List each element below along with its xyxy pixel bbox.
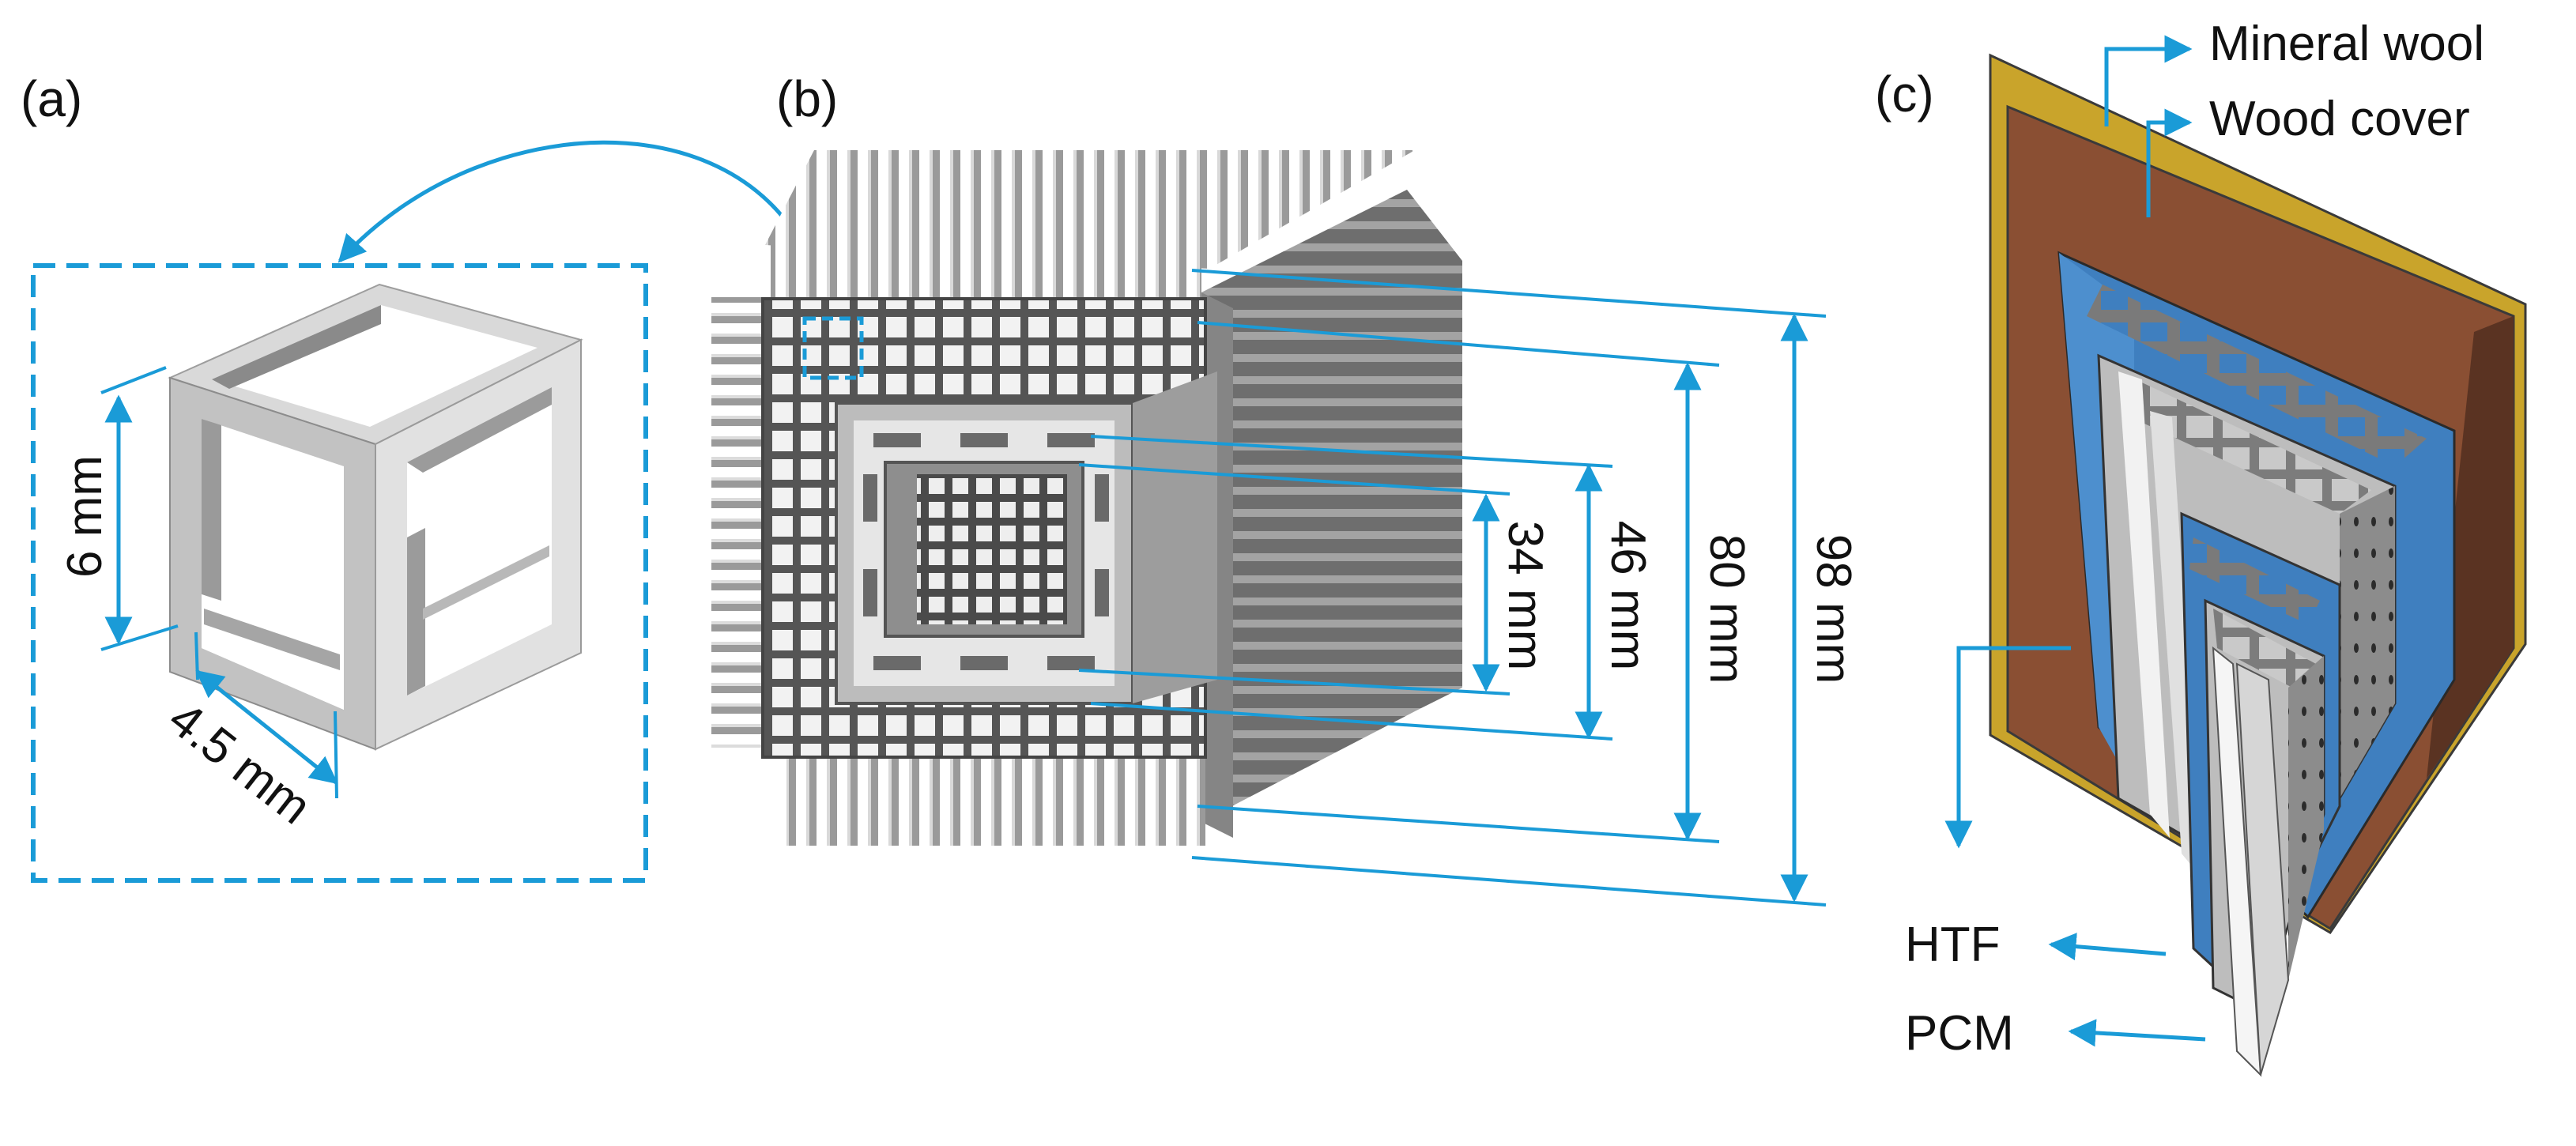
dim-98mm-label: 98 mm [1806,533,1861,684]
wood-cover-label: Wood cover [2209,92,2470,146]
highlighted-unit-cell [802,316,864,380]
mineral-wool-label: Mineral wool [2209,17,2485,71]
panel-b-label: (b) [776,70,839,127]
inset-link-arrow [338,140,828,317]
htf-label: HTF [1905,918,2001,972]
panel-c-label: (c) [1875,66,1934,123]
panel-a [31,263,648,883]
unit-cell-height-label: 6 mm [58,455,112,578]
pcm-label: PCM [1905,1006,2014,1061]
dim-46mm-label: 46 mm [1601,520,1656,671]
panel-b-heat-exchanger [711,150,1827,907]
panel-c-storage-unit [1944,35,2527,1077]
panel-a-label: (a) [21,70,83,127]
inset-frame [31,263,648,883]
unit-cell-cube [168,283,583,751]
dim-34mm-label: 34 mm [1498,520,1553,671]
dim-80mm-label: 80 mm [1699,533,1755,684]
